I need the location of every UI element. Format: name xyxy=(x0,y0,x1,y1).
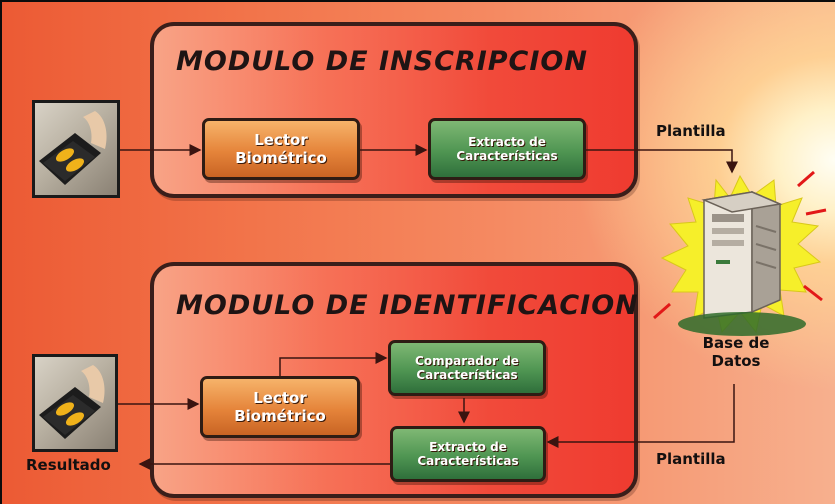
identification-biometric-reader-box: Lector Biométrico xyxy=(200,376,360,438)
identification-reader-label: Lector Biométrico xyxy=(234,389,326,425)
identification-feature-extractor-box: Extracto de Características xyxy=(390,426,546,482)
template-label-top: Plantilla xyxy=(656,122,726,140)
fingerprint-scanner-icon xyxy=(39,111,107,185)
enrollment-module-title: MODULO DE INSCRIPCION xyxy=(176,46,588,77)
feature-comparator-box: Comparador de Características xyxy=(388,340,546,396)
spark-lines xyxy=(653,170,827,320)
database-label: Base de Datos xyxy=(702,334,770,370)
result-label: Resultado xyxy=(26,456,111,474)
enrollment-biometric-reader-box: Lector Biométrico xyxy=(202,118,360,180)
frame-top-border xyxy=(0,0,835,2)
frame-left-border xyxy=(0,0,2,504)
enrollment-reader-label: Lector Biométrico xyxy=(235,131,327,167)
identification-module-title: MODULO DE IDENTIFICACION xyxy=(176,290,639,321)
enrollment-extractor-label: Extracto de Características xyxy=(456,134,558,163)
enrollment-scanner-photo xyxy=(32,100,120,198)
server-tower-icon xyxy=(678,190,806,336)
enrollment-feature-extractor-box: Extracto de Características xyxy=(428,118,586,180)
comparator-label: Comparador de Características xyxy=(415,353,519,382)
template-label-bottom: Plantilla xyxy=(656,450,726,468)
identification-scanner-photo xyxy=(32,354,118,452)
identification-extractor-label: Extracto de Características xyxy=(417,439,519,468)
fingerprint-scanner-icon xyxy=(39,365,105,439)
